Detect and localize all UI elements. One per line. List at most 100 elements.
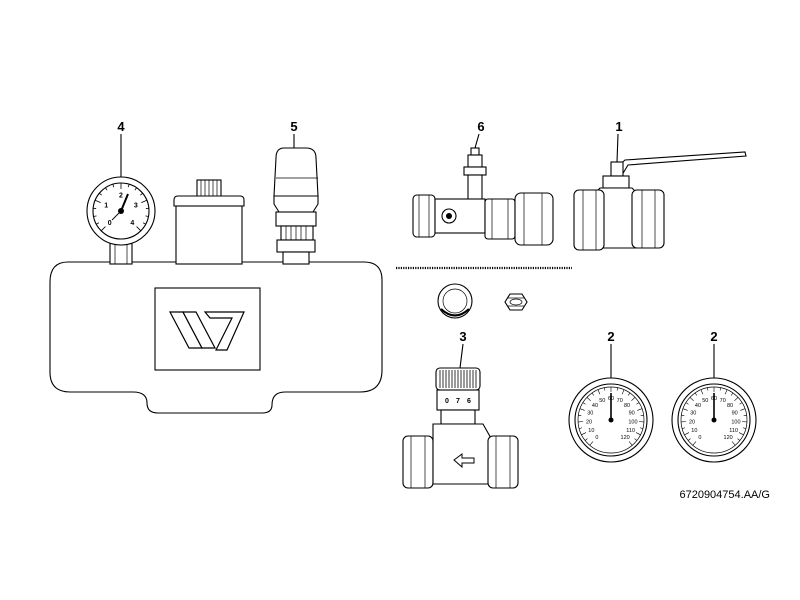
gauge-scale-label: 2	[119, 193, 123, 200]
thermometer-scale-label: 30	[690, 410, 696, 416]
thermometer-tick	[582, 402, 586, 405]
thermometer-tick	[730, 392, 734, 396]
thermometer-tick	[628, 441, 633, 446]
thermometer-scale-label: 100	[731, 419, 740, 425]
thermometer-scale-label: 120	[621, 435, 630, 441]
gauge-tick	[93, 215, 97, 217]
thermometer-tick	[589, 441, 594, 446]
thermometer-scale-label: 50	[702, 398, 708, 404]
gauge-tick	[96, 222, 100, 225]
valve-scale-label: 6	[467, 398, 471, 405]
gauge-tick	[94, 199, 101, 203]
thermometer-tick	[682, 427, 686, 429]
thermometer-scale-label: 70	[720, 398, 726, 404]
callout-balancing-valve: 3	[459, 329, 466, 344]
gauge-tick	[140, 192, 143, 196]
thermometer-tick	[637, 408, 643, 411]
thermometer-tick	[734, 397, 739, 402]
logo-panel	[154, 287, 261, 371]
thermometer-tick	[740, 408, 746, 411]
thermometer-tick	[581, 432, 587, 436]
thermometer-tick	[685, 402, 689, 405]
thermometer-tick	[737, 438, 741, 441]
thermometer-scale-label: 0	[698, 435, 701, 441]
valve-scale-label: 0	[445, 398, 449, 405]
thermometer-scale-label: 110	[729, 428, 738, 434]
thermometer-tick	[700, 389, 704, 395]
callout-thermometer-left: 2	[607, 329, 614, 344]
thermometer-tick	[742, 427, 746, 429]
insulation-shell	[49, 261, 383, 414]
thermometer-tick	[635, 432, 641, 436]
thermometer-scale-label: 80	[624, 403, 630, 409]
thermometer-tick	[604, 387, 606, 391]
thermometer-scale-label: 90	[629, 410, 635, 416]
thermometer-tick	[586, 397, 591, 402]
thermometer-tick	[579, 427, 583, 429]
gauge-scale-label: 1	[104, 202, 108, 209]
thermometer-tick	[738, 432, 744, 436]
thermometer-scale-label: 100	[628, 419, 637, 425]
gauge-tick	[142, 222, 146, 225]
cap	[437, 283, 473, 319]
thermometer-tick	[636, 402, 640, 405]
thermometer-scale-label: 40	[695, 403, 701, 409]
thermometer-tick	[621, 389, 625, 395]
thermometer-tick	[627, 392, 631, 396]
document-reference: 6720904754.AA/G	[679, 489, 770, 501]
thermometer-tick	[639, 427, 643, 429]
thermometer-tick	[689, 397, 694, 402]
thermometer-scale-label: 20	[586, 419, 592, 425]
thermometer-tick	[694, 392, 698, 396]
thermometer-tick	[631, 397, 636, 402]
thermometer-scale-label: 120	[724, 435, 733, 441]
thermometer-scale-label: 50	[599, 398, 605, 404]
thermometer-scale-label: 90	[732, 410, 738, 416]
ball-valve	[573, 151, 747, 251]
callout-thermometer-right: 2	[710, 329, 717, 344]
callout-pressure-gauge: 4	[117, 119, 125, 134]
thermometer-tick	[731, 441, 736, 446]
thermometer-tick	[616, 387, 618, 391]
thermometer-tick	[739, 402, 743, 405]
gauge-tick	[127, 184, 130, 188]
gauge-tick	[134, 187, 137, 191]
gauge-tick	[145, 215, 149, 217]
automatic-air-vent	[173, 179, 245, 265]
valve-scale-label: 7	[456, 398, 460, 405]
gauge-tick	[136, 226, 142, 232]
thermometer-tick	[719, 387, 721, 391]
safety-valve	[273, 147, 319, 265]
thermometer-tick	[579, 408, 585, 411]
callout-safety-valve: 5	[290, 119, 297, 134]
gauge-tick	[99, 192, 102, 196]
thermometer-scale-label: 110	[626, 428, 635, 434]
gauge-scale-label: 0	[108, 220, 112, 227]
callout-tee-fitting: 6	[477, 119, 484, 134]
thermometer-tick	[584, 438, 588, 441]
thermometer-left: 0102030405060708090100110120	[568, 377, 654, 463]
thermometer-scale-label: 10	[691, 428, 697, 434]
thermometer-scale-label: 40	[592, 403, 598, 409]
tee-fitting	[412, 147, 554, 246]
thermometer-tick	[687, 438, 691, 441]
thermometer-scale-label: 80	[727, 403, 733, 409]
thermometer-scale-label: 30	[587, 410, 593, 416]
gauge-tick	[141, 199, 148, 203]
thermometer-tick	[682, 408, 688, 411]
thermometer-scale-label: 0	[595, 435, 598, 441]
gauge-tick	[100, 226, 106, 232]
thermometer-tick	[724, 389, 728, 395]
gauge-tick	[112, 184, 115, 188]
callout-ball-valve: 1	[615, 119, 622, 134]
gauge-tick	[105, 187, 108, 191]
thermometer-tick	[684, 432, 690, 436]
thermometer-tick	[707, 387, 709, 391]
gauge-scale-label: 4	[130, 220, 134, 227]
brand-logo-icon	[169, 311, 245, 351]
callout-leaders	[120, 133, 715, 378]
thermometer-scale-label: 10	[588, 428, 594, 434]
